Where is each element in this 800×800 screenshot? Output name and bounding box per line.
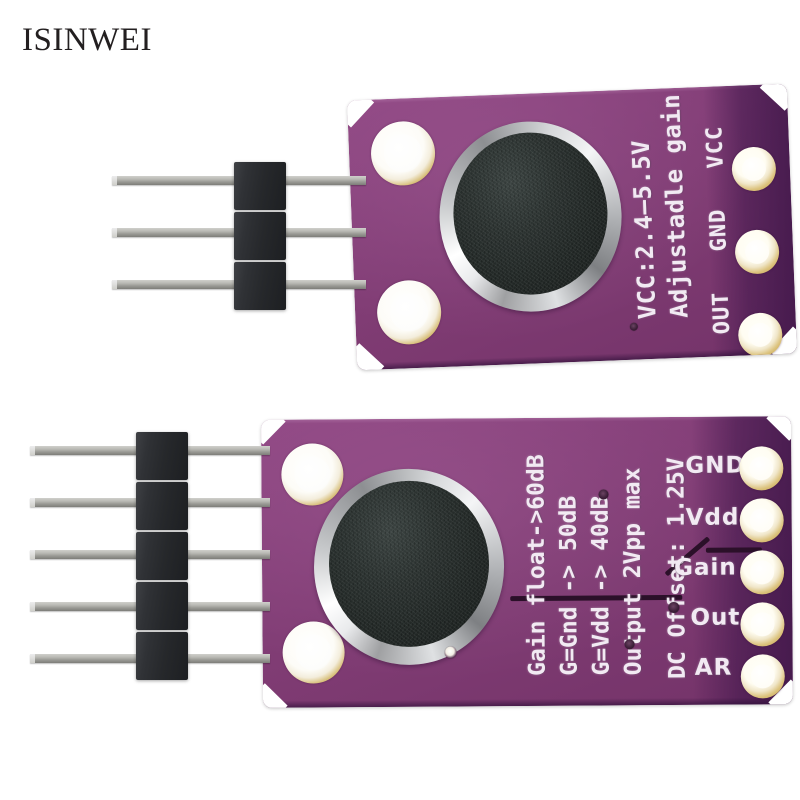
header-5pin-body-segment-5 <box>136 632 188 680</box>
top-board-pad-label-out: OUT <box>708 291 736 335</box>
bottom-board-mounting-hole-top-left <box>281 443 344 506</box>
bottom-board-pad-label-ar: AR <box>694 654 733 681</box>
top-board-silk-vcc-range: VCC:2.4—5.5V <box>626 139 662 320</box>
bottom-board-microphone-capsule <box>313 468 505 666</box>
top-board-pad-label-vcc: VCC <box>702 125 729 169</box>
top-board-chamfer-bl <box>346 343 385 371</box>
header-3pin <box>108 158 370 313</box>
bottom-board: Gain float->60dB G=Gnd -> 50dB G=Vdd -> … <box>261 416 793 708</box>
top-board-substrate: VCC:2.4—5.5V Adjustadle gain VCC GND OUT <box>346 83 798 371</box>
bottom-board-chamfer-bl <box>261 683 288 708</box>
bottom-board-pad-label-gnd: GND <box>685 452 746 479</box>
bottom-board-pad-vdd <box>739 498 784 543</box>
bottom-board-pad-out <box>740 602 785 647</box>
bottom-board-via-upper <box>598 489 609 500</box>
header-5pin-body-segment-4 <box>136 582 188 630</box>
bottom-board-pad-label-gain: Gain <box>673 554 737 581</box>
top-board: VCC:2.4—5.5V Adjustadle gain VCC GND OUT <box>346 83 798 371</box>
header-5pin <box>28 430 276 680</box>
bottom-board-pad-label-vdd: Vdd <box>685 504 740 531</box>
bottom-board-bottom-edge-shadow <box>262 697 793 708</box>
bottom-board-pad-label-out: Out <box>690 604 741 631</box>
top-board-via <box>629 322 639 331</box>
header-5pin-body-segment-3 <box>136 532 188 580</box>
top-board-silk-adjustable-gain: Adjustadle gain <box>656 93 694 319</box>
bottom-board-mic-mesh-face <box>328 480 490 648</box>
top-board-mounting-hole-top-left <box>369 120 437 187</box>
bottom-board-pad-gnd <box>739 446 784 491</box>
top-board-bottom-edge-shadow <box>357 346 798 371</box>
bottom-board-via-mid <box>668 601 680 614</box>
bottom-board-silk-gain-vdd: G=Vdd -> 40dB <box>587 495 615 676</box>
bottom-board-via-near-mic <box>444 646 457 659</box>
brand-logo: ISINWEI <box>22 22 152 58</box>
bottom-board-via-lower <box>624 639 635 650</box>
bottom-board-silk-gain-float: Gain float->60dB <box>523 454 551 677</box>
top-board-mounting-hole-bottom-left <box>375 279 443 346</box>
top-board-microphone-capsule <box>435 118 626 316</box>
bottom-board-mounting-hole-bottom-left <box>282 621 345 684</box>
header-3pin-body-segment-3 <box>234 262 286 310</box>
header-3pin-body-segment-1 <box>234 162 286 210</box>
bottom-board-substrate: Gain float->60dB G=Gnd -> 50dB G=Vdd -> … <box>261 416 793 708</box>
bottom-board-pad-gain <box>739 550 785 595</box>
top-board-chamfer-tl <box>346 83 375 128</box>
bottom-board-pad-ar <box>740 654 785 699</box>
header-5pin-body-segment-1 <box>136 432 188 480</box>
header-5pin-body-segment-2 <box>136 482 188 530</box>
bottom-board-silk-gain-gnd: G=Gnd -> 50dB <box>555 495 583 676</box>
top-board-pad-label-gnd: GND <box>705 208 733 252</box>
header-3pin-body-segment-2 <box>234 212 286 260</box>
